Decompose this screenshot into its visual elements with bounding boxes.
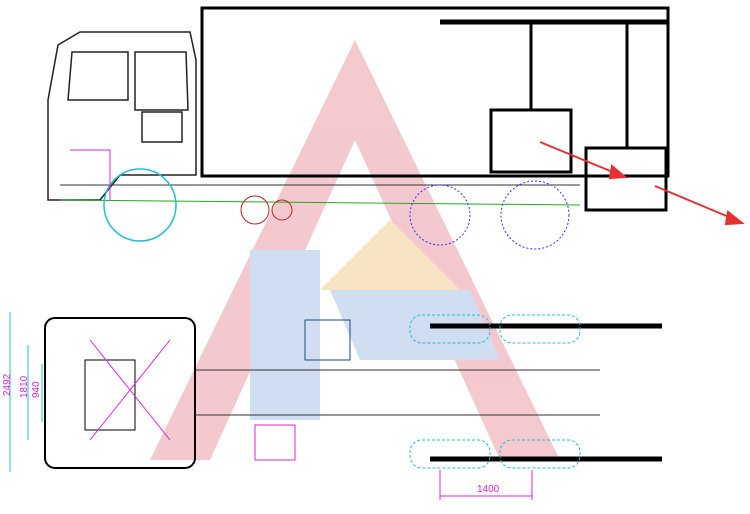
annotation-arrows <box>539 141 745 226</box>
watermark-logo <box>150 40 560 460</box>
truck-cab-side <box>47 31 197 201</box>
chassis-plan-view <box>9 312 662 500</box>
dimension-axle-spacing: 1400 <box>477 484 500 495</box>
dimension-overall-width: 2492 <box>2 373 13 396</box>
dimension-track-inner: 940 <box>31 381 42 398</box>
dimension-frame-width: 1810 <box>19 375 30 398</box>
chassis-side <box>59 149 581 250</box>
cargo-box-side <box>200 6 670 212</box>
